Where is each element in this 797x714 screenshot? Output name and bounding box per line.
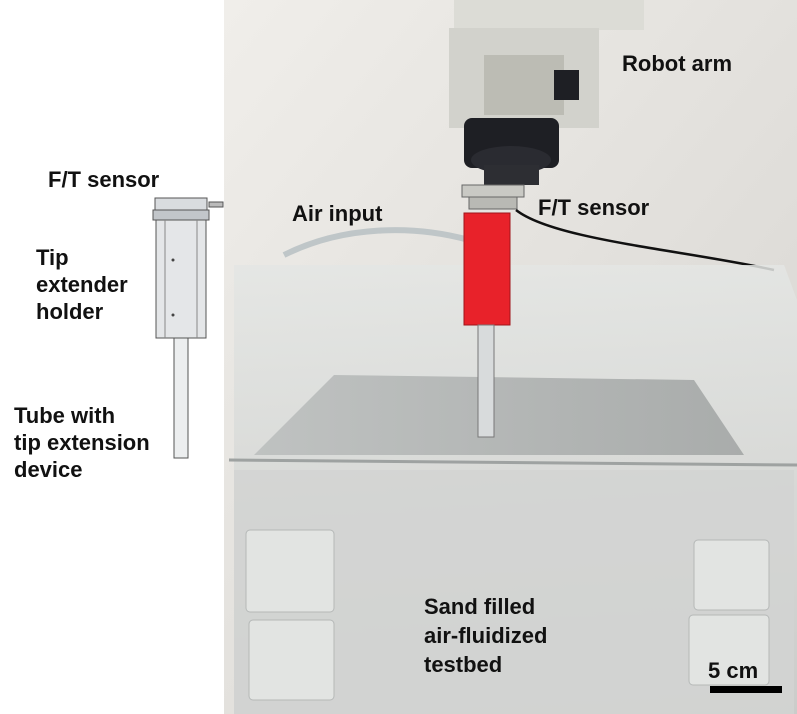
label-right-ft-sensor: F/T sensor [538,195,650,220]
cad-tube [173,337,189,459]
cad-ft-sensor [152,197,224,221]
scale-bar [710,686,782,693]
label-tube-with-tip: Tube with tip extension device [14,403,150,482]
testbed-photo [224,0,797,714]
cad-holder [155,219,207,339]
label-testbed: Sand filled air-fluidized testbed [424,594,548,677]
air-tube [282,227,470,258]
sensor-cable [515,209,775,272]
tip-extender-assembly [463,212,511,438]
label-air-input: Air input [292,201,383,226]
label-tip-extender-holder: Tip extender holder [36,245,128,324]
robot-arm [449,0,644,185]
label-robot-arm: Robot arm [622,51,732,76]
tank [228,265,797,714]
photo-ft-sensor [461,184,525,210]
label-left-ft-sensor: F/T sensor [48,167,160,192]
cad-illustration [152,197,224,459]
label-scale: 5 cm [708,658,759,683]
